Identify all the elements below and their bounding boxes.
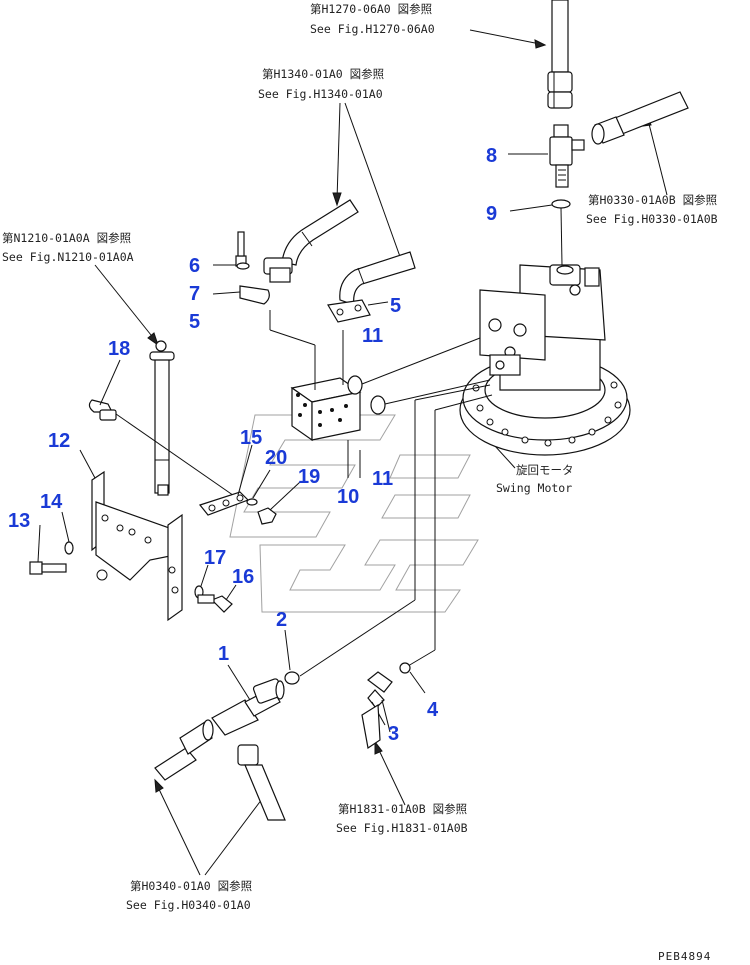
callout-2: 2: [276, 609, 287, 631]
callout-13: 13: [8, 510, 30, 532]
svg-text:Swing Motor: Swing Motor: [496, 481, 572, 495]
callouts: 8 9 6 7 5 5 11 18 12 15 20 19 11 10 14 1…: [8, 145, 497, 745]
swing-motor-label: 旋回モータ Swing Motor: [496, 463, 574, 495]
pipe-left-upper: [263, 199, 359, 283]
reference-h1340: 第H1340-01A0 図参照 See Fig.H1340-01A0: [258, 67, 384, 101]
svg-text:See Fig.H0340-01A0: See Fig.H0340-01A0: [126, 898, 251, 912]
callout-10: 10: [337, 486, 359, 508]
callout-12: 12: [48, 430, 70, 452]
callout-14: 14: [40, 491, 63, 513]
callout-19: 19: [298, 466, 320, 488]
washer-part-14: [64, 541, 74, 555]
o-ring-part-9: [551, 199, 571, 209]
page-code: PEB4894: [658, 950, 711, 963]
o-ring-part-11b: [370, 395, 386, 415]
svg-text:See Fig.H1270-06A0: See Fig.H1270-06A0: [310, 22, 435, 36]
o-ring-part-2: [284, 671, 300, 685]
callout-16: 16: [232, 566, 254, 588]
svg-text:See Fig.H1831-01A0B: See Fig.H1831-01A0B: [336, 821, 468, 835]
swing-motor-body: [459, 264, 631, 456]
svg-text:第H1831-01A0B 図参照: 第H1831-01A0B 図参照: [338, 802, 467, 816]
svg-text:旋回モータ: 旋回モータ: [516, 463, 574, 477]
callout-20: 20: [265, 447, 287, 469]
o-ring-part-11a: [347, 375, 363, 395]
reference-h1270: 第H1270-06A0 図参照 See Fig.H1270-06A0: [310, 2, 435, 36]
rod-part-18: [149, 340, 175, 496]
tee-fitting-part-1: [211, 678, 285, 736]
callout-8: 8: [486, 145, 497, 167]
callout-9: 9: [486, 203, 497, 225]
elbow-part-3: [367, 671, 393, 726]
fitting-part-8: [549, 124, 585, 188]
washer-part-20: [246, 498, 258, 506]
clamp-part-15: [198, 491, 250, 516]
washer-part-7: [236, 262, 250, 270]
callout-17: 17: [204, 547, 226, 569]
reference-h0330: 第H0330-01A0B 図参照 See Fig.H0330-01A0B: [586, 193, 718, 226]
o-ring-part-4: [399, 662, 411, 674]
reference-h1831: 第H1831-01A0B 図参照 See Fig.H1831-01A0B: [336, 802, 468, 835]
faint-logo-watermark: [229, 414, 479, 613]
reference-n1210: 第N1210-01A0A 図参照 See Fig.N1210-01A0A: [2, 231, 134, 264]
arrow-head: [534, 39, 547, 49]
svg-text:第H0330-01A0B 図参照: 第H0330-01A0B 図参照: [588, 193, 717, 207]
bolt-part-16: [197, 594, 233, 613]
callout-6: 6: [189, 255, 200, 277]
callout-5a: 5: [189, 311, 200, 333]
svg-text:See Fig.H1340-01A0: See Fig.H1340-01A0: [258, 87, 383, 101]
svg-text:See Fig.N1210-01A0A: See Fig.N1210-01A0A: [2, 250, 134, 264]
callout-1: 1: [218, 643, 229, 665]
bolt-part-13: [29, 561, 67, 575]
callout-4: 4: [427, 699, 439, 721]
svg-text:第H0340-01A0 図参照: 第H0340-01A0 図参照: [130, 879, 252, 893]
svg-text:See Fig.H0330-01A0B: See Fig.H0330-01A0B: [586, 212, 718, 226]
reference-h0340: 第H0340-01A0 図参照 See Fig.H0340-01A0: [126, 879, 252, 912]
nut-part-19: [257, 507, 277, 525]
leader-line: [469, 29, 546, 46]
callout-11a: 11: [362, 325, 383, 347]
pipe-top: [547, 0, 573, 109]
clamp-part-5a: [239, 285, 270, 305]
svg-text:第H1340-01A0 図参照: 第H1340-01A0 図参照: [262, 67, 384, 81]
flange-part-5b: [327, 299, 371, 323]
svg-text:第N1210-01A0A 図参照: 第N1210-01A0A 図参照: [2, 231, 131, 245]
hose-right: [591, 91, 689, 145]
pipe-lower-right: [237, 744, 286, 821]
hose-lower-right: [361, 703, 381, 750]
callout-15: 15: [240, 427, 262, 449]
callout-11b: 11: [372, 468, 393, 490]
pipe-right-upper: [327, 251, 416, 323]
bracket-part-12: [91, 470, 183, 622]
svg-text:第H1270-06A0 図参照: 第H1270-06A0 図参照: [310, 2, 432, 16]
pipe-lower-left: [154, 719, 214, 781]
callout-5b: 5: [390, 295, 401, 317]
callout-18: 18: [108, 338, 130, 360]
callout-7: 7: [189, 283, 200, 305]
callout-3: 3: [388, 723, 399, 745]
bolt-part-6: [235, 231, 247, 267]
